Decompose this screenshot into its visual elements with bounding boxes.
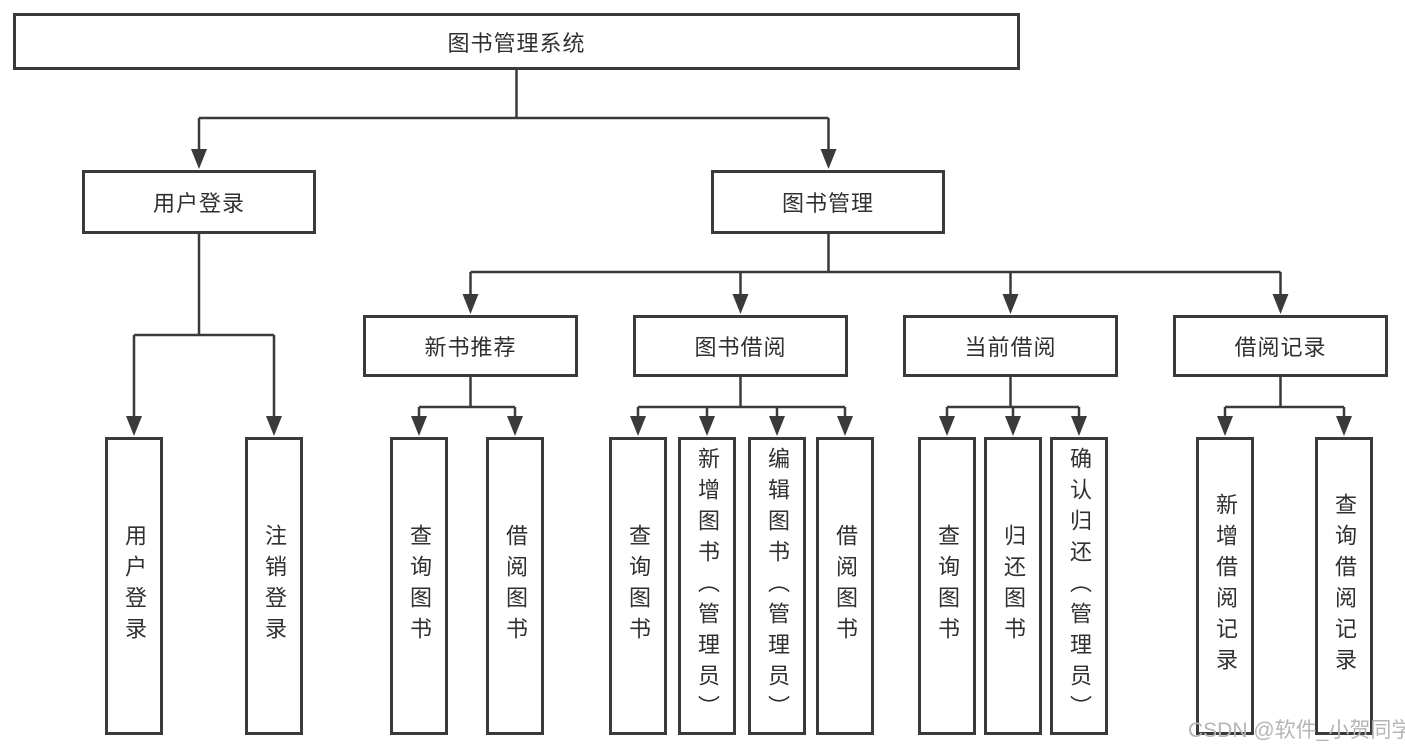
node-book-management: 图书管理 <box>711 170 945 234</box>
node-user-login: 用户登录 <box>82 170 316 234</box>
csdn-watermark: CSDN @软件_小贺同学 <box>1188 719 1405 742</box>
leaf-edit-book-admin: 编辑图书（管理员） <box>748 437 806 735</box>
node-label: 新书推荐 <box>424 335 517 360</box>
node-label: 当前借阅 <box>964 335 1057 360</box>
leaf-query-books-current: 查询图书 <box>918 437 976 735</box>
leaf-borrow-books-recommend: 借阅图书 <box>486 437 544 735</box>
node-current-borrow: 当前借阅 <box>903 315 1118 377</box>
node-label: 注销登录 <box>262 524 287 648</box>
node-label: 查询图书 <box>626 524 651 648</box>
leaf-logout: 注销登录 <box>245 437 303 735</box>
arrowheads <box>126 149 1352 436</box>
leaf-query-books-borrow: 查询图书 <box>609 437 667 735</box>
node-book-borrow: 图书借阅 <box>633 315 848 377</box>
node-label: 查询图书 <box>407 524 432 648</box>
node-label: 确认归还（管理员） <box>1067 446 1092 726</box>
node-label: 图书管理系统 <box>447 30 586 56</box>
leaf-query-books-recommend: 查询图书 <box>390 437 448 735</box>
node-label: 图书借阅 <box>694 335 787 360</box>
node-label: 借阅图书 <box>833 524 858 648</box>
node-label: 查询借阅记录 <box>1332 493 1357 679</box>
node-root-library-system: 图书管理系统 <box>13 13 1020 70</box>
leaf-add-borrow-record: 新增借阅记录 <box>1196 437 1254 735</box>
node-label: 归还图书 <box>1001 524 1026 648</box>
leaf-user-login: 用户登录 <box>105 437 163 735</box>
node-label: 借阅图书 <box>503 524 528 648</box>
leaf-query-borrow-record: 查询借阅记录 <box>1315 437 1373 735</box>
leaf-add-book-admin: 新增图书（管理员） <box>678 437 736 735</box>
node-label: 编辑图书（管理员） <box>765 446 790 726</box>
node-new-book-recommend: 新书推荐 <box>363 315 578 377</box>
node-label: 查询图书 <box>935 524 960 648</box>
leaf-return-book: 归还图书 <box>984 437 1042 735</box>
node-label: 新增图书（管理员） <box>695 446 720 726</box>
node-label: 用户登录 <box>152 191 245 216</box>
node-label: 用户登录 <box>122 524 147 648</box>
leaf-borrow-books: 借阅图书 <box>816 437 874 735</box>
node-label: 图书管理 <box>781 191 874 216</box>
node-label: 借阅记录 <box>1234 335 1327 360</box>
node-label: 新增借阅记录 <box>1213 493 1238 679</box>
leaf-confirm-return-admin: 确认归还（管理员） <box>1050 437 1108 735</box>
node-borrow-records: 借阅记录 <box>1173 315 1388 377</box>
